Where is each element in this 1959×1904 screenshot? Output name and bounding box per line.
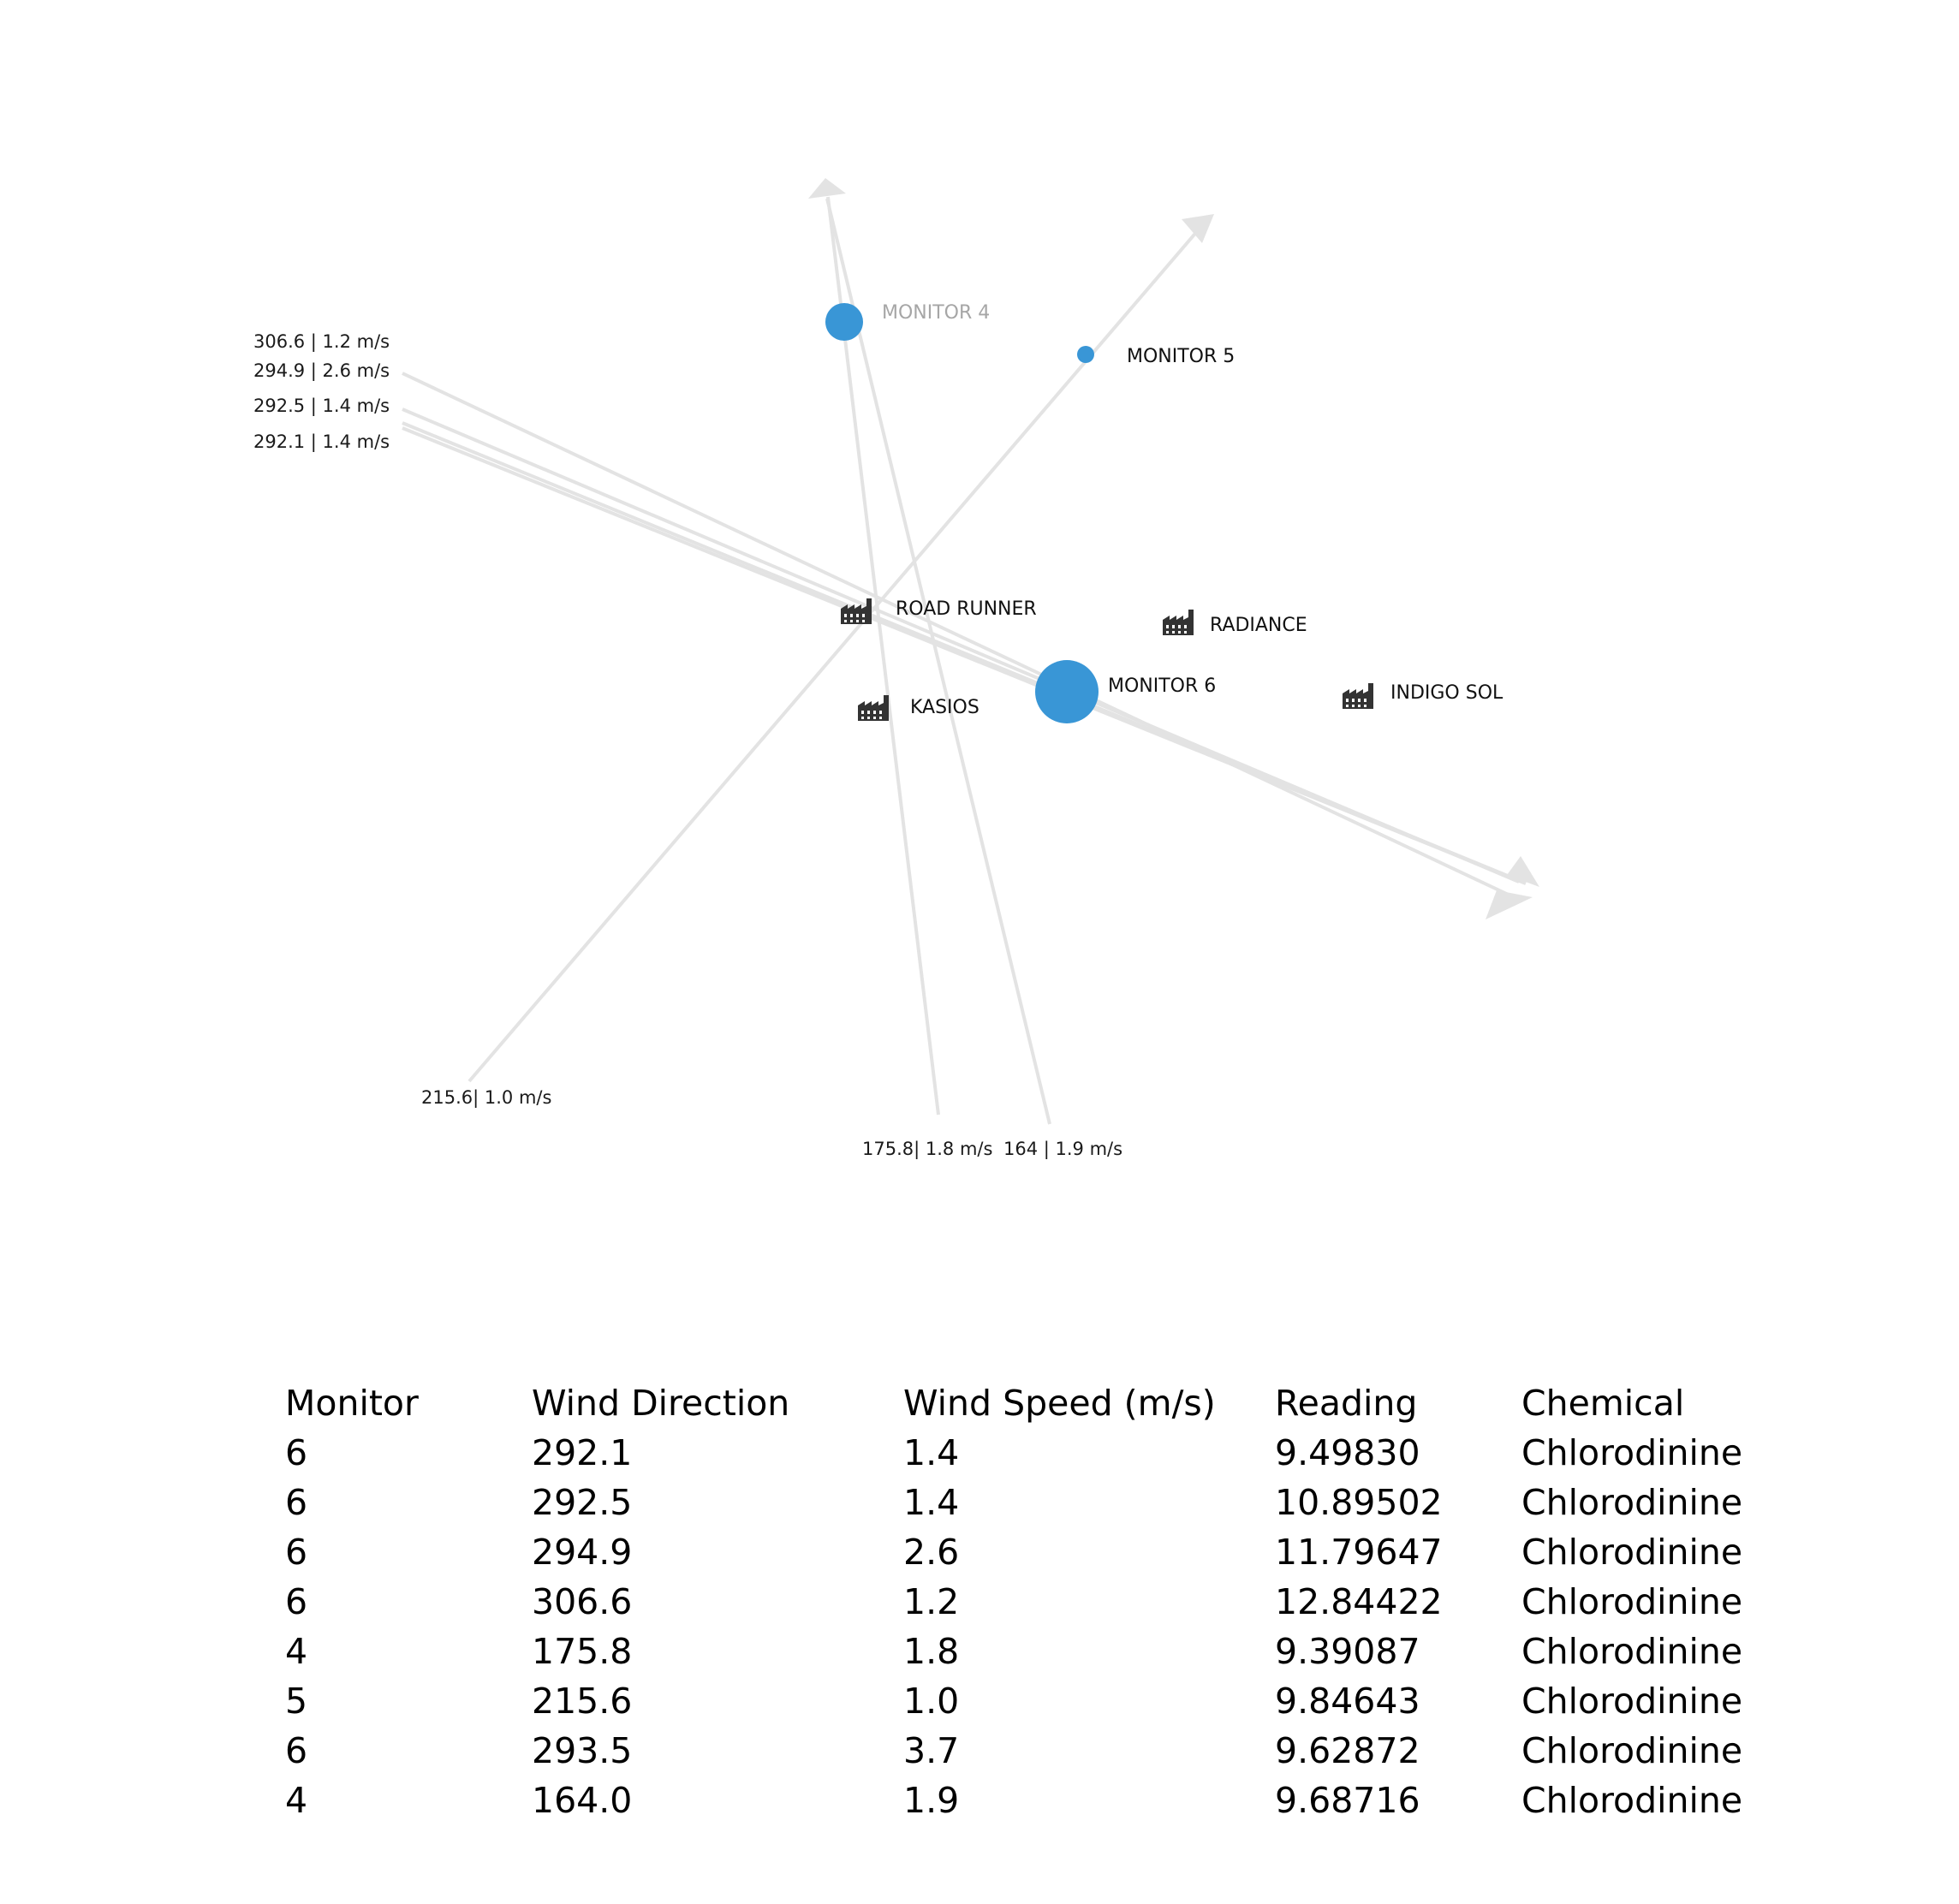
table-header-row: Monitor Wind Direction Wind Speed (m/s) … [285,1378,1778,1428]
cell-wind-speed: 3.7 [903,1730,960,1771]
radiance-label: RADIANCE [1210,615,1307,636]
table-row: 5 215.6 1.0 9.84643 Chlorodinine [285,1676,1778,1726]
cell-chemical: Chlorodinine [1521,1532,1743,1573]
cell-reading: 9.84643 [1275,1681,1420,1722]
header-monitor: Monitor [285,1383,419,1424]
monitor-4-label: MONITOR 4 [882,302,990,324]
wind-line-306-6 [402,372,1515,899]
cell-wind-speed: 1.8 [903,1631,960,1672]
site-labels: MONITOR 4 MONITOR 5 MONITOR 6 ROAD RUNNE… [882,302,1503,718]
cell-wind-speed: 1.0 [903,1681,960,1722]
wind-vectors [402,178,1539,1125]
header-reading: Reading [1275,1383,1418,1424]
monitors [825,303,1099,723]
cell-monitor: 5 [285,1681,308,1722]
cell-reading: 9.62872 [1275,1730,1420,1771]
wind-arrowhead-ne [1182,214,1214,243]
cell-wind-direction: 294.9 [532,1532,633,1573]
indigo-sol-factory-icon [1343,683,1373,709]
cell-wind-direction: 215.6 [532,1681,633,1722]
wind-line-175-8 [826,196,940,1116]
wind-label-175-8: 175.8| 1.8 m/s [862,1139,992,1160]
wind-direction-map: MONITOR 4 MONITOR 5 MONITOR 6 ROAD RUNNE… [253,178,1539,1160]
cell-chemical: Chlorodinine [1521,1432,1743,1473]
monitor-6-marker[interactable] [1035,660,1099,723]
cell-reading: 10.89502 [1275,1482,1443,1523]
cell-reading: 9.49830 [1275,1432,1420,1473]
cell-monitor: 6 [285,1532,308,1573]
wind-label-294-9: 294.9 | 2.6 m/s [253,360,390,382]
header-wind-speed: Wind Speed (m/s) [903,1383,1216,1424]
cell-reading: 9.68716 [1275,1780,1420,1821]
kasios-factory-icon [858,695,889,721]
header-wind-direction: Wind Direction [532,1383,790,1424]
table-row: 4 175.8 1.8 9.39087 Chlorodinine [285,1627,1778,1676]
cell-wind-direction: 164.0 [532,1780,633,1821]
cell-wind-speed: 2.6 [903,1532,960,1573]
table-row: 6 306.6 1.2 12.84422 Chlorodinine [285,1577,1778,1627]
cell-reading: 9.39087 [1275,1631,1420,1672]
radiance-factory-icon [1163,610,1194,635]
cell-wind-speed: 1.4 [903,1432,960,1473]
road-runner-label: ROAD RUNNER [896,598,1037,620]
cell-monitor: 6 [285,1730,308,1771]
cell-reading: 11.79647 [1275,1532,1443,1573]
cell-reading: 12.84422 [1275,1581,1443,1622]
cell-wind-direction: 292.1 [532,1432,633,1473]
kasios-label: KASIOS [910,697,980,718]
indigo-sol-label: INDIGO SOL [1390,682,1503,704]
cell-wind-speed: 1.2 [903,1581,960,1622]
wind-line-292-1 [402,426,1527,885]
table-row: 6 294.9 2.6 11.79647 Chlorodinine [285,1527,1778,1577]
cell-chemical: Chlorodinine [1521,1681,1743,1722]
wind-label-292-5: 292.5 | 1.4 m/s [253,396,390,417]
cell-chemical: Chlorodinine [1521,1482,1743,1523]
readings-table: Monitor Wind Direction Wind Speed (m/s) … [285,1378,1778,1825]
wind-arrowhead-se-1 [1507,856,1539,887]
wind-arrowhead-n [808,178,846,199]
cell-wind-direction: 306.6 [532,1581,633,1622]
wind-label-215-6: 215.6| 1.0 m/s [421,1087,551,1109]
wind-label-306-6: 306.6 | 1.2 m/s [253,331,390,353]
cell-chemical: Chlorodinine [1521,1581,1743,1622]
monitor-6-label: MONITOR 6 [1108,675,1216,697]
table-row: 6 292.1 1.4 9.49830 Chlorodinine [285,1428,1778,1478]
wind-label-292-1: 292.1 | 1.4 m/s [253,431,390,453]
cell-monitor: 4 [285,1780,308,1821]
wind-labels: 306.6 | 1.2 m/s 294.9 | 2.6 m/s 292.5 | … [253,331,1122,1160]
table-row: 6 292.5 1.4 10.89502 Chlorodinine [285,1478,1778,1527]
cell-chemical: Chlorodinine [1521,1780,1743,1821]
cell-monitor: 6 [285,1482,308,1523]
cell-wind-direction: 175.8 [532,1631,633,1672]
cell-monitor: 6 [285,1581,308,1622]
wind-arrowhead-se-2 [1486,890,1533,919]
cell-wind-speed: 1.4 [903,1482,960,1523]
monitor-5-label: MONITOR 5 [1127,346,1235,367]
monitor-4-marker[interactable] [825,303,863,341]
table-row: 6 293.5 3.7 9.62872 Chlorodinine [285,1726,1778,1776]
wind-line-164 [825,198,1051,1125]
cell-wind-speed: 1.9 [903,1780,960,1821]
cell-wind-direction: 293.5 [532,1730,633,1771]
monitor-5-marker[interactable] [1077,346,1094,363]
cell-monitor: 6 [285,1432,308,1473]
cell-wind-direction: 292.5 [532,1482,633,1523]
wind-label-164: 164 | 1.9 m/s [1003,1139,1122,1160]
header-chemical: Chemical [1521,1383,1685,1424]
cell-monitor: 4 [285,1631,308,1672]
wind-line-215-6 [467,228,1200,1083]
table-row: 4 164.0 1.9 9.68716 Chlorodinine [285,1776,1778,1825]
cell-chemical: Chlorodinine [1521,1730,1743,1771]
cell-chemical: Chlorodinine [1521,1631,1743,1672]
